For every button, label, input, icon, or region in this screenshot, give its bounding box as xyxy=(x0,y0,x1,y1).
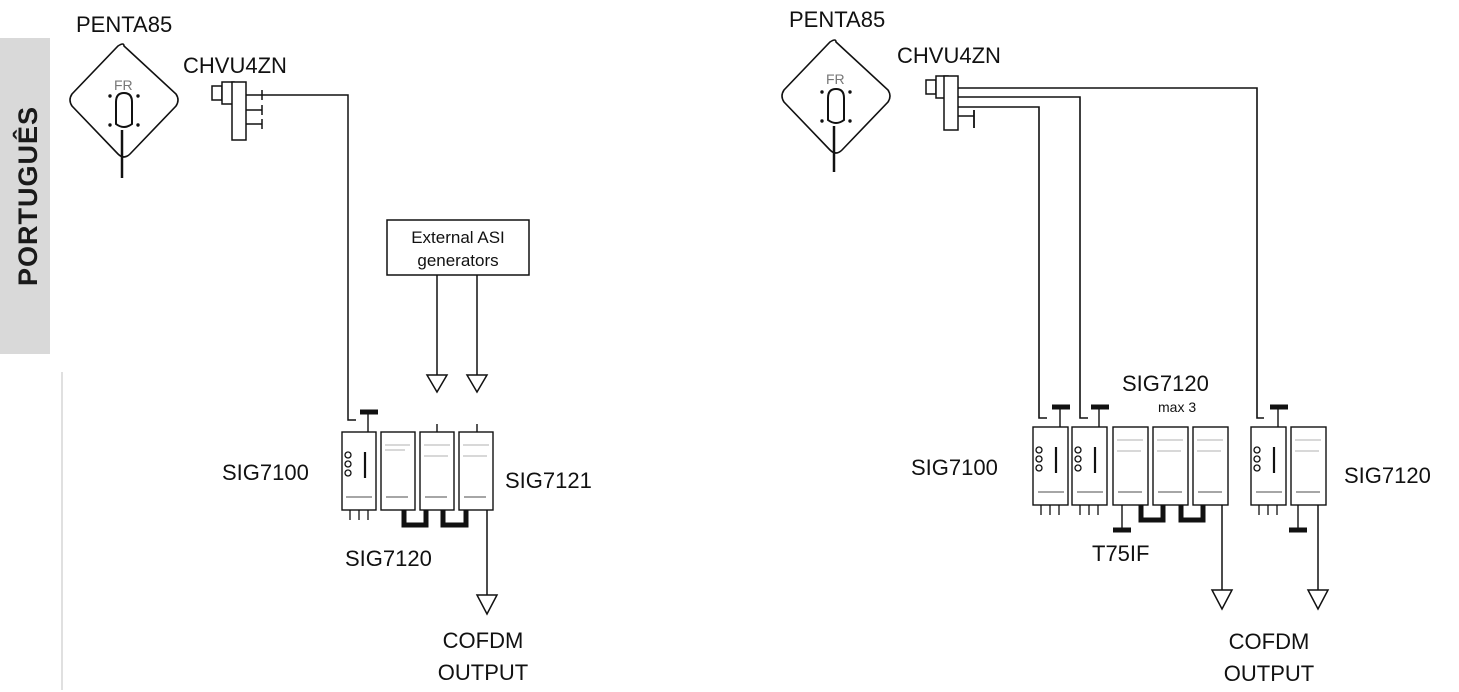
left-antenna-mark: FR xyxy=(114,77,133,93)
right-cable-2 xyxy=(958,96,1088,419)
right-output-a-arrow-icon xyxy=(1210,589,1234,611)
left-output-line1: COFDM xyxy=(443,628,524,653)
right-diagram: PENTA85 FR CHVU4ZN xyxy=(781,7,1431,686)
left-lnb-cable xyxy=(262,94,356,421)
right-output-b-arrow-icon xyxy=(1306,589,1330,611)
right-module-sig7120-3 xyxy=(1192,426,1229,506)
left-module-asi-1 xyxy=(419,424,455,511)
right-cable-3 xyxy=(958,106,1047,419)
left-sig7100-label: SIG7100 xyxy=(222,460,309,485)
right-link-2 xyxy=(1178,505,1206,523)
right-module-sig7120-2 xyxy=(1152,426,1189,506)
right-module-sig7100-b xyxy=(1071,404,1109,515)
right-antenna-label: PENTA85 xyxy=(789,7,885,32)
side-tab-label: PORTUGUÊS xyxy=(12,106,43,286)
left-link-2 xyxy=(440,510,469,528)
right-lnb-icon xyxy=(925,75,975,131)
right-module-sig7100-c xyxy=(1250,404,1288,515)
right-lnb-label: CHVU4ZN xyxy=(897,43,1001,68)
right-module-sig7100-a xyxy=(1032,404,1070,515)
right-output-line2: OUTPUT xyxy=(1224,661,1314,686)
language-side-tab: PORTUGUÊS xyxy=(0,38,63,690)
right-cable-1 xyxy=(958,87,1264,419)
right-terminator-t75if xyxy=(1113,505,1131,533)
left-link-1 xyxy=(401,510,429,528)
left-lnb-icon xyxy=(211,81,263,141)
left-asi-arrow-2-icon xyxy=(465,374,489,394)
right-terminator-label: T75IF xyxy=(1092,541,1149,566)
right-group-sublabel: max 3 xyxy=(1158,399,1196,415)
right-output-line1: COFDM xyxy=(1229,629,1310,654)
left-sig7120-label: SIG7120 xyxy=(345,546,432,571)
left-asi-box-line2: generators xyxy=(417,251,498,270)
left-output-arrow-icon xyxy=(475,594,499,616)
left-module-sig7121 xyxy=(458,424,494,511)
left-output-line2: OUTPUT xyxy=(438,660,528,685)
side-tab-background xyxy=(0,38,50,354)
left-lnb-label: CHVU4ZN xyxy=(183,53,287,78)
right-module-sig7120-4 xyxy=(1290,426,1327,506)
left-asi-generators-box: External ASI generators xyxy=(386,219,530,276)
left-asi-arrow-1-icon xyxy=(425,374,449,394)
right-terminator-2 xyxy=(1289,505,1307,533)
right-antenna-mark: FR xyxy=(826,71,845,87)
right-link-1 xyxy=(1138,505,1166,523)
right-antenna-dish-icon: FR xyxy=(781,39,891,172)
left-diagram: PENTA85 FR CHVU4ZN Exter xyxy=(69,12,592,685)
left-asi-box-line1: External ASI xyxy=(411,228,505,247)
right-module-sig7120-1 xyxy=(1112,426,1149,506)
left-antenna-dish-icon: FR xyxy=(69,43,179,178)
left-module-sig7100 xyxy=(341,409,378,520)
right-sig7100-label: SIG7100 xyxy=(911,455,998,480)
left-module-sig7120 xyxy=(380,431,416,511)
right-sig7120-label: SIG7120 xyxy=(1344,463,1431,488)
left-sig7121-label: SIG7121 xyxy=(505,468,592,493)
right-group-label: SIG7120 xyxy=(1122,371,1209,396)
left-antenna-label: PENTA85 xyxy=(76,12,172,37)
